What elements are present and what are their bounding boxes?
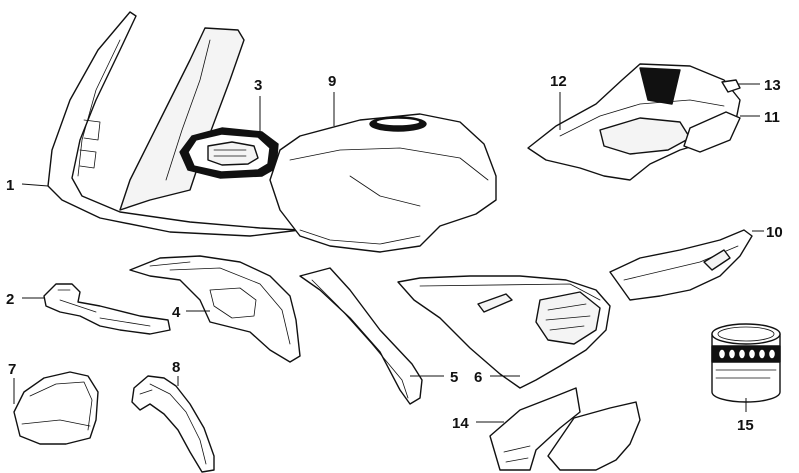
callout-3: 3 bbox=[254, 77, 262, 94]
part-3-vent-trim bbox=[179, 127, 279, 179]
part-12-seat-cowl bbox=[527, 63, 741, 181]
callout-9: 9 bbox=[328, 73, 336, 90]
part-14-lower-fairing bbox=[489, 387, 641, 471]
callout-4: 4 bbox=[172, 304, 181, 321]
callout-6: 6 bbox=[474, 369, 482, 386]
callout-15: 15 bbox=[737, 417, 754, 434]
callout-8: 8 bbox=[172, 359, 180, 376]
callout-2: 2 bbox=[6, 291, 14, 308]
leader-lines bbox=[13, 83, 764, 423]
callout-1: 1 bbox=[6, 177, 14, 194]
part-15-paint-can bbox=[711, 323, 781, 403]
callout-14: 14 bbox=[452, 415, 469, 432]
part-6-side-panel bbox=[397, 275, 611, 389]
part-10-tail-strip bbox=[609, 229, 753, 301]
callout-7: 7 bbox=[8, 361, 16, 378]
part-8-mudguard-bracket bbox=[131, 375, 215, 473]
part-4-inner-panel bbox=[129, 255, 301, 363]
part-1-front-fairing bbox=[47, 11, 301, 237]
part-2-bracket bbox=[43, 283, 171, 335]
leader-1 bbox=[21, 183, 49, 187]
callout-10: 10 bbox=[766, 224, 783, 241]
callout-labels: 1 2 3 4 5 6 7 8 9 10 11 12 13 14 15 bbox=[6, 73, 783, 434]
part-13-seat-clip bbox=[721, 79, 741, 93]
part-7-mudguard bbox=[13, 371, 99, 445]
callout-11: 11 bbox=[764, 109, 780, 126]
part-11-seat-trim bbox=[683, 111, 741, 153]
part-9-tank-cover bbox=[269, 113, 497, 253]
callout-5: 5 bbox=[450, 369, 458, 386]
callout-13: 13 bbox=[764, 77, 781, 94]
callout-12: 12 bbox=[550, 73, 567, 90]
part-5-strip-panel bbox=[299, 267, 423, 405]
